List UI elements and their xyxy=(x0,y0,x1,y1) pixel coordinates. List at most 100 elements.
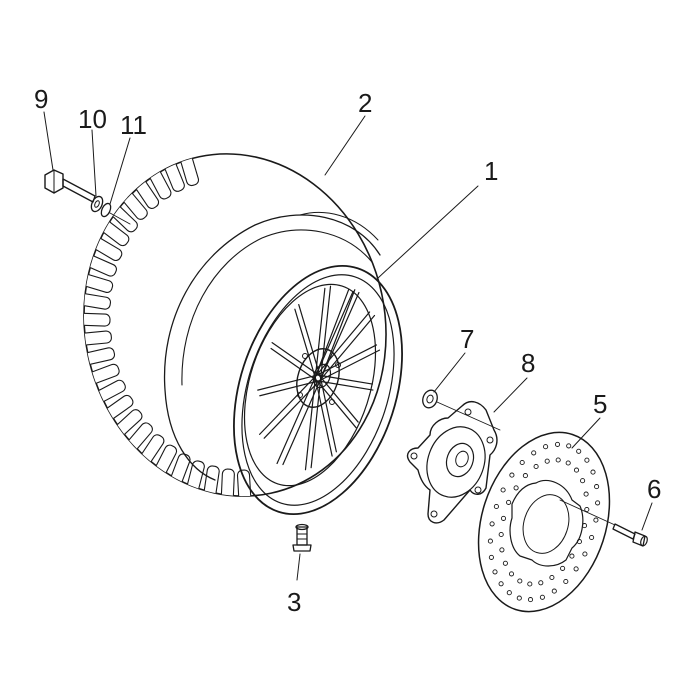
tire-sidewall-inner xyxy=(163,214,381,481)
disc-bolt-centerline xyxy=(559,499,616,526)
tire xyxy=(69,145,387,511)
leader-8 xyxy=(493,377,528,413)
disc-center-ring xyxy=(522,494,570,554)
spoke xyxy=(318,349,381,382)
spoke xyxy=(257,374,318,391)
spoke xyxy=(263,379,321,439)
disc-hole xyxy=(544,458,550,464)
disc-hole xyxy=(517,578,523,584)
flange-bolt-hole xyxy=(464,408,472,416)
disc-hole xyxy=(508,571,515,577)
rim-hub-bore xyxy=(312,363,332,389)
rim-hub xyxy=(296,348,340,408)
flange-bolt-hole xyxy=(474,486,482,494)
hub-centerline xyxy=(436,401,501,431)
disc-hole xyxy=(555,457,561,463)
tread-block xyxy=(70,330,112,347)
disc-hole xyxy=(516,595,522,601)
valve-stem xyxy=(292,523,312,552)
disc-hole xyxy=(513,485,519,491)
disc-hole xyxy=(595,500,601,506)
disc-hole xyxy=(538,580,544,586)
spoke xyxy=(314,290,354,379)
callout-2: 2 xyxy=(358,88,372,118)
washer-11 xyxy=(100,202,112,218)
disc-hole xyxy=(580,478,586,484)
tire-tread xyxy=(69,145,252,511)
leader-2 xyxy=(324,115,366,176)
tread-block xyxy=(69,312,111,327)
leader-11 xyxy=(109,137,131,205)
rim-spokes xyxy=(257,285,381,471)
spoke xyxy=(294,308,317,381)
spoke xyxy=(258,375,317,435)
disc-hole xyxy=(593,517,599,523)
disc-hole xyxy=(582,551,588,557)
flange-boss xyxy=(445,442,475,478)
disc-hole xyxy=(499,547,505,553)
spoke xyxy=(271,342,320,376)
tread-block xyxy=(220,468,235,510)
flange-bolt-hole xyxy=(430,510,438,518)
disc-hole xyxy=(533,463,539,470)
spoke xyxy=(270,347,319,382)
disc-hole xyxy=(551,588,557,594)
rim-inner-lip xyxy=(241,274,395,506)
spoke xyxy=(314,287,326,380)
tread-block xyxy=(70,291,112,310)
rim-outer-lip xyxy=(233,265,403,515)
spoke xyxy=(316,380,357,429)
disc-hole xyxy=(519,459,525,466)
spoke xyxy=(304,378,316,471)
spacer xyxy=(422,389,438,409)
flange-face xyxy=(426,426,486,498)
leader-9 xyxy=(43,111,54,171)
spoke xyxy=(315,344,378,377)
tire-bead-line xyxy=(299,212,379,241)
spoke xyxy=(314,288,350,379)
disc-hole xyxy=(565,460,571,466)
tire-sidewall-bead xyxy=(181,229,373,386)
spoke xyxy=(318,374,359,423)
disc-hole xyxy=(590,469,596,475)
callout-6: 6 xyxy=(647,474,661,504)
disc-hole xyxy=(543,444,549,450)
disc-hole xyxy=(594,484,600,490)
callout-labels: 1 2 3 5 6 7 8 9 10 11 xyxy=(34,84,661,617)
disc-hole xyxy=(584,457,590,463)
disc-hole xyxy=(563,578,569,585)
hub-bolt-hole xyxy=(297,392,303,398)
spoke xyxy=(320,291,360,380)
hub-bolt-hole xyxy=(335,362,341,368)
bolt-shank xyxy=(62,178,96,203)
spoke xyxy=(282,377,322,466)
callout-10: 10 xyxy=(78,104,107,134)
flange-bore xyxy=(455,450,469,468)
disc-hole xyxy=(498,581,504,587)
disc-hole xyxy=(493,503,499,510)
disc-hole xyxy=(500,487,506,493)
disc-hole xyxy=(488,554,494,560)
disc-hole xyxy=(500,515,507,521)
disc-flange xyxy=(406,400,498,524)
disc-hole xyxy=(554,441,561,447)
disc-hole xyxy=(584,506,590,513)
disc-hole xyxy=(589,534,595,541)
disc-hole xyxy=(566,443,572,449)
leader-lines xyxy=(43,111,653,581)
spoke xyxy=(317,374,374,385)
leader-6 xyxy=(641,502,653,531)
tread-block xyxy=(236,469,252,511)
spoke xyxy=(259,380,320,397)
leader-3 xyxy=(296,553,301,581)
flange-bolt-hole xyxy=(410,452,418,460)
disc-hole xyxy=(527,581,533,587)
leader-10 xyxy=(91,129,97,197)
callout-1: 1 xyxy=(484,156,498,186)
disc-hole xyxy=(522,473,528,479)
spoke xyxy=(310,376,322,469)
spoke xyxy=(320,285,332,378)
washer-10 xyxy=(90,195,104,213)
disc-hole xyxy=(502,560,508,566)
